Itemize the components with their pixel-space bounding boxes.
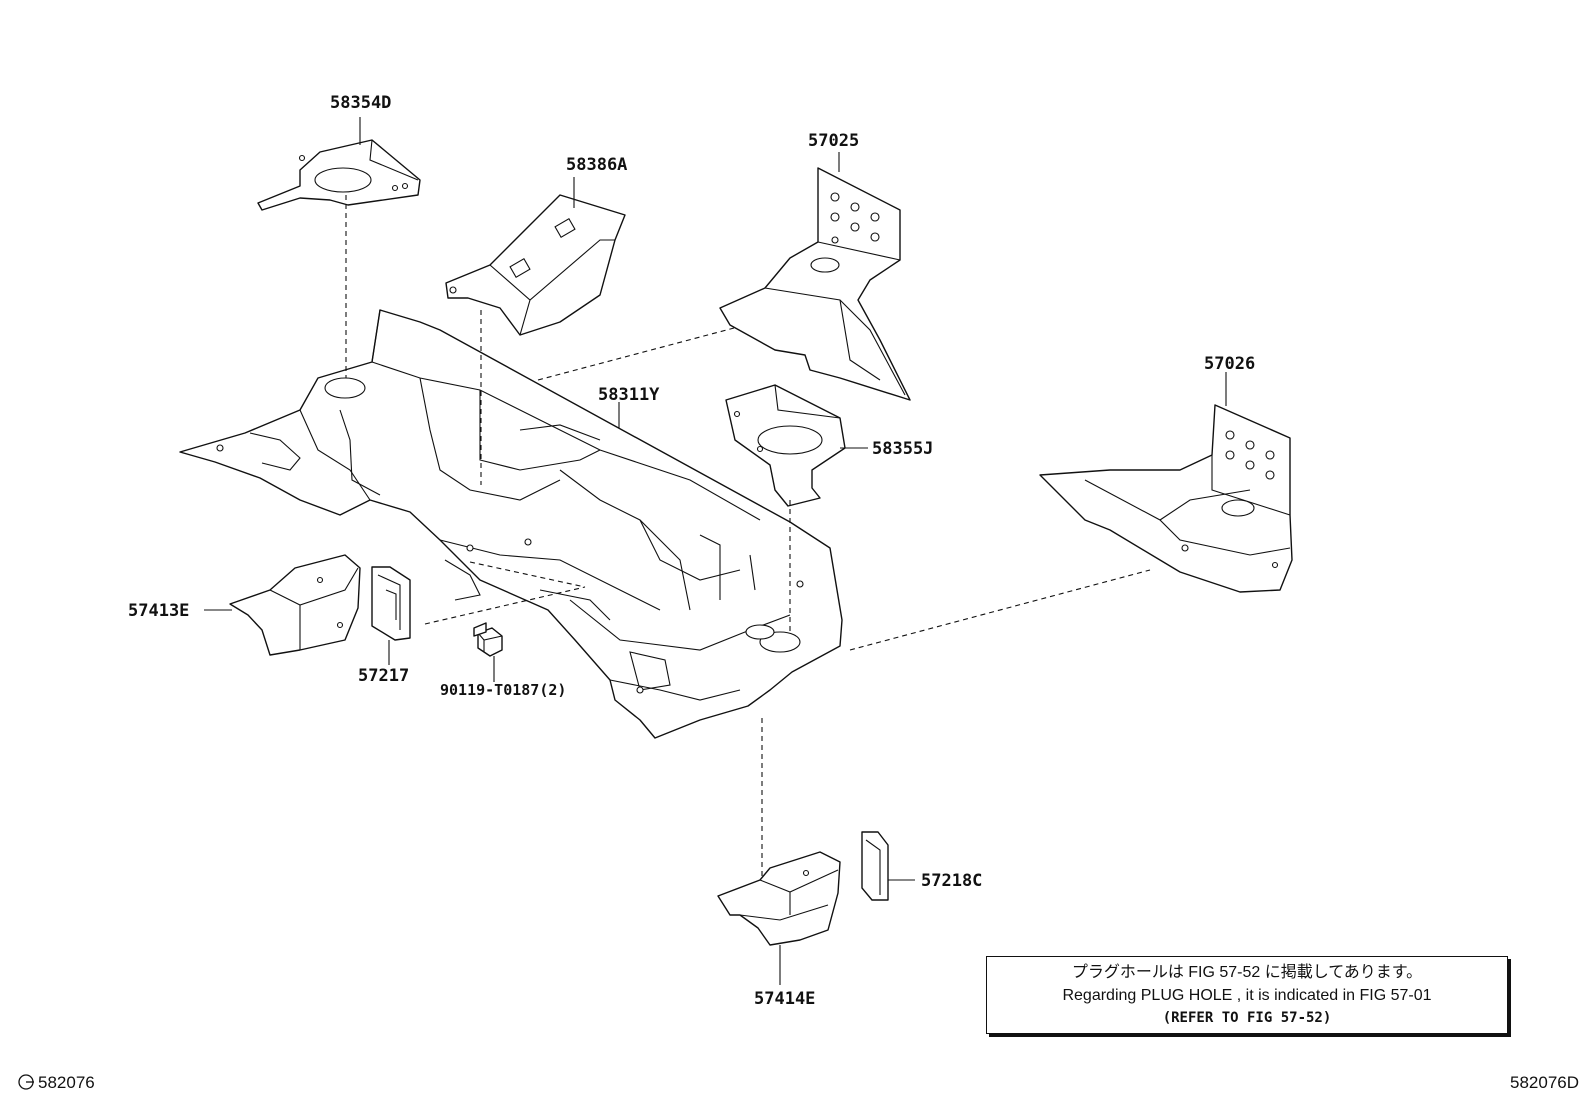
plug-hole-note: プラグホールは FIG 57-52 に掲載してあります。 Regarding P… [986,956,1508,1034]
part-58386A[interactable] [445,194,626,336]
callout-57217[interactable]: 57217 [358,666,409,686]
part-57218C[interactable] [861,831,889,901]
footer-left: 582076 [18,1073,95,1092]
registered-mark-icon [18,1074,34,1090]
part-58311Y-floor-pan[interactable] [179,309,843,739]
part-57217[interactable] [371,566,411,641]
note-line-japanese: プラグホールは FIG 57-52 に掲載してあります。 [1071,964,1423,981]
footer-left-code: 582076 [38,1073,95,1092]
callout-58355J[interactable]: 58355J [872,439,933,459]
callout-90119-T0187[interactable]: 90119-T0187(2) [440,681,566,699]
part-57026[interactable] [1039,404,1293,593]
callout-57218C[interactable]: 57218C [921,871,982,891]
part-90119-T0187-bolt[interactable] [473,622,503,657]
part-58354D[interactable] [257,139,421,211]
callout-58386A[interactable]: 58386A [566,155,627,175]
part-58355J[interactable] [725,384,846,507]
note-line-refer[interactable]: (REFER TO FIG 57-52) [1162,1010,1332,1026]
footer-right-code: 582076D [1510,1073,1579,1092]
callout-58311Y[interactable]: 58311Y [598,385,660,405]
leader-lines [204,117,1227,985]
callout-57026[interactable]: 57026 [1204,354,1255,374]
callout-58354D[interactable]: 58354D [330,93,391,113]
callout-57025[interactable]: 57025 [808,131,859,151]
part-57025[interactable] [719,167,911,401]
callout-57414E[interactable]: 57414E [754,989,815,1009]
part-57413E[interactable] [229,554,361,656]
assembly-dashed-lines [345,195,1151,880]
part-57414E[interactable] [717,851,841,946]
note-line-english: Regarding PLUG HOLE , it is indicated in… [1062,987,1432,1004]
callout-57413E[interactable]: 57413E [128,601,189,621]
